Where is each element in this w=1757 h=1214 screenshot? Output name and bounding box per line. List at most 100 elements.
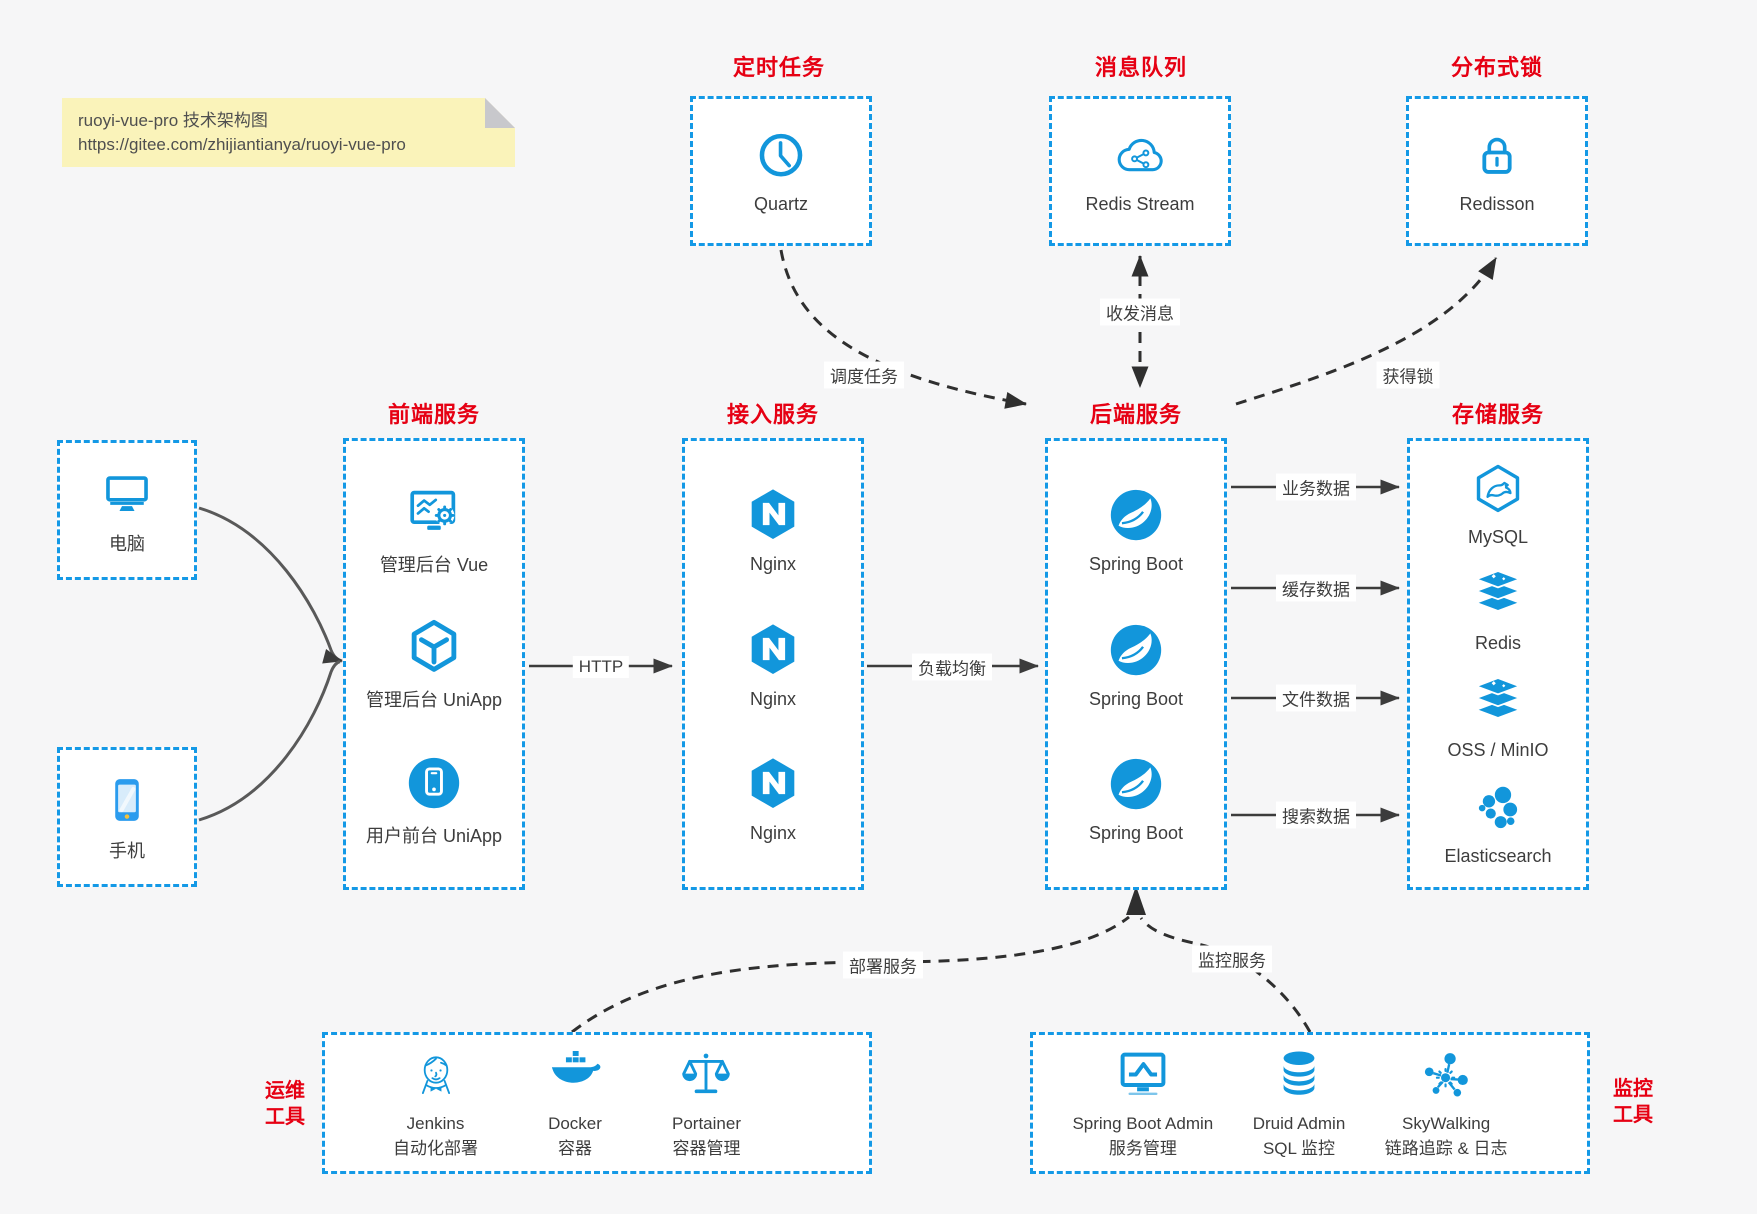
node-label: 管理后台 Vue (379, 554, 489, 575)
edge-monitor-service (1139, 917, 1312, 1033)
node-springboot-1: Spring Boot (1089, 484, 1183, 575)
node-portainer: Portainer 容器管理 (672, 1046, 741, 1160)
node-label: Jenkins (406, 1114, 465, 1133)
spring-boot-icon (1105, 619, 1167, 681)
edge-label-load-balance: 负载均衡 (912, 653, 992, 681)
title-message-queue: 消息队列 (1094, 55, 1188, 80)
node-nginx-2: Nginx (742, 619, 804, 710)
node-redis-stream: Redis Stream (1085, 128, 1195, 215)
mysql-icon (1469, 461, 1527, 519)
node-sublabel: 自动化部署 (393, 1139, 478, 1158)
access-box: Nginx Nginx Nginx (682, 438, 864, 890)
jenkins-icon (407, 1046, 465, 1104)
node-springboot-3: Spring Boot (1089, 753, 1183, 844)
node-label: Docker (548, 1114, 602, 1133)
node-sublabel: 容器 (558, 1139, 592, 1158)
edge-label-send-receive-message: 收发消息 (1100, 298, 1180, 326)
computer-box: 电脑 (57, 440, 197, 580)
cube-icon (403, 616, 465, 678)
node-jenkins: Jenkins 自动化部署 (393, 1046, 478, 1160)
nginx-icon (742, 619, 804, 681)
node-redisson: Redisson (1459, 128, 1535, 215)
note-fold-icon (485, 98, 515, 128)
node-phone: 手机 (98, 771, 156, 863)
edge-label-acquire-lock: 获得锁 (1376, 361, 1440, 389)
node-admin-vue: 管理后台 Vue (380, 481, 488, 577)
phone-box: 手机 (57, 747, 197, 887)
node-redis: Redis (1469, 567, 1527, 654)
node-label: Spring Boot Admin (1072, 1114, 1214, 1133)
node-label: 用户前台 UniApp (365, 825, 503, 846)
network-nodes-icon (1417, 1046, 1475, 1104)
node-label: MySQL (1467, 526, 1528, 547)
node-label: OSS / MinIO (1447, 739, 1549, 760)
node-label: 电脑 (109, 534, 145, 554)
edge-label-deploy-service: 部署服务 (843, 951, 923, 979)
cloud-share-icon (1111, 128, 1169, 186)
edge-label-http: HTTP (572, 656, 630, 678)
edge-phone-to-frontend (198, 660, 341, 822)
edge-shared-arrowhead (1126, 886, 1146, 915)
node-elasticsearch: Elasticsearch (1444, 780, 1552, 867)
title-storage-services: 存储服务 (1451, 402, 1545, 427)
node-sublabel: SQL 监控 (1262, 1139, 1336, 1158)
admin-vue-icon (403, 481, 465, 543)
node-nginx-3: Nginx (742, 753, 804, 844)
edge-acquire-lock (1235, 257, 1498, 406)
note-url: https://gitee.com/zhijiantianya/ruoyi-vu… (78, 135, 406, 154)
node-label: Elasticsearch (1444, 846, 1552, 867)
spring-boot-icon (1105, 753, 1167, 815)
nginx-icon (742, 753, 804, 815)
title-ops-tools: 运维 工具 (265, 1080, 305, 1128)
edge-schedule-task (779, 249, 1027, 409)
elasticsearch-icon (1469, 780, 1527, 838)
node-oss-minio: OSS / MinIO (1447, 674, 1549, 761)
storage-box: MySQL Redis (1407, 438, 1589, 890)
node-label: Nginx (749, 822, 797, 843)
node-label: Spring Boot (1088, 688, 1184, 709)
node-spring-boot-admin: Spring Boot Admin 服务管理 (1072, 1046, 1213, 1160)
node-label: 手机 (109, 841, 145, 861)
node-label: Redis (1474, 633, 1522, 654)
edge-label-monitor-service: 监控服务 (1192, 945, 1272, 973)
mobile-app-icon (403, 752, 465, 814)
edge-computer-to-frontend (198, 506, 343, 664)
node-label: Nginx (749, 554, 797, 575)
smartphone-icon (98, 771, 156, 829)
ops-tools-box: Jenkins 自动化部署 Docker 容器 (322, 1032, 872, 1174)
node-label: Spring Boot (1088, 554, 1184, 575)
node-quartz: Quartz (752, 128, 810, 215)
docker-icon (546, 1046, 604, 1104)
node-skywalking: SkyWalking 链路追踪 & 日志 (1385, 1046, 1508, 1160)
quartz-box: Quartz (690, 96, 872, 246)
node-druid-admin: Druid Admin SQL 监控 (1252, 1046, 1346, 1160)
node-springboot-2: Spring Boot (1089, 619, 1183, 710)
title-distributed-lock: 分布式锁 (1450, 55, 1544, 80)
monitoring-tools-box: Spring Boot Admin 服务管理 Druid Admin SQL 监… (1030, 1032, 1590, 1174)
node-label: Portainer (672, 1114, 741, 1133)
title-scheduled-tasks: 定时任务 (732, 55, 826, 80)
storage-stack-icon (1469, 674, 1527, 732)
node-label: Nginx (749, 688, 797, 709)
database-icon (1270, 1046, 1328, 1104)
frontend-box: 管理后台 Vue 管理后台 UniApp 用户前台 UniApp (343, 438, 525, 890)
node-label: Redis Stream (1085, 193, 1195, 214)
node-label: Redisson (1459, 193, 1535, 214)
node-docker: Docker 容器 (546, 1046, 604, 1160)
desktop-icon (98, 464, 156, 522)
node-label: Spring Boot (1088, 822, 1184, 843)
scales-icon (677, 1046, 735, 1104)
lock-icon (1468, 128, 1526, 186)
note-title: ruoyi-vue-pro 技术架构图 (78, 111, 268, 130)
title-monitoring-tools: 监控 工具 (1613, 1078, 1653, 1126)
redis-stream-box: Redis Stream (1049, 96, 1231, 246)
node-label: SkyWalking (1402, 1114, 1491, 1133)
redis-stack-icon (1469, 567, 1527, 625)
node-admin-uniapp: 管理后台 UniApp (366, 616, 502, 712)
admin-monitor-icon (1114, 1046, 1172, 1104)
edge-label-search-data: 搜索数据 (1276, 801, 1356, 829)
node-label: Druid Admin (1252, 1114, 1346, 1133)
node-label: Quartz (753, 193, 809, 214)
node-sublabel: 链路追踪 & 日志 (1384, 1139, 1508, 1158)
